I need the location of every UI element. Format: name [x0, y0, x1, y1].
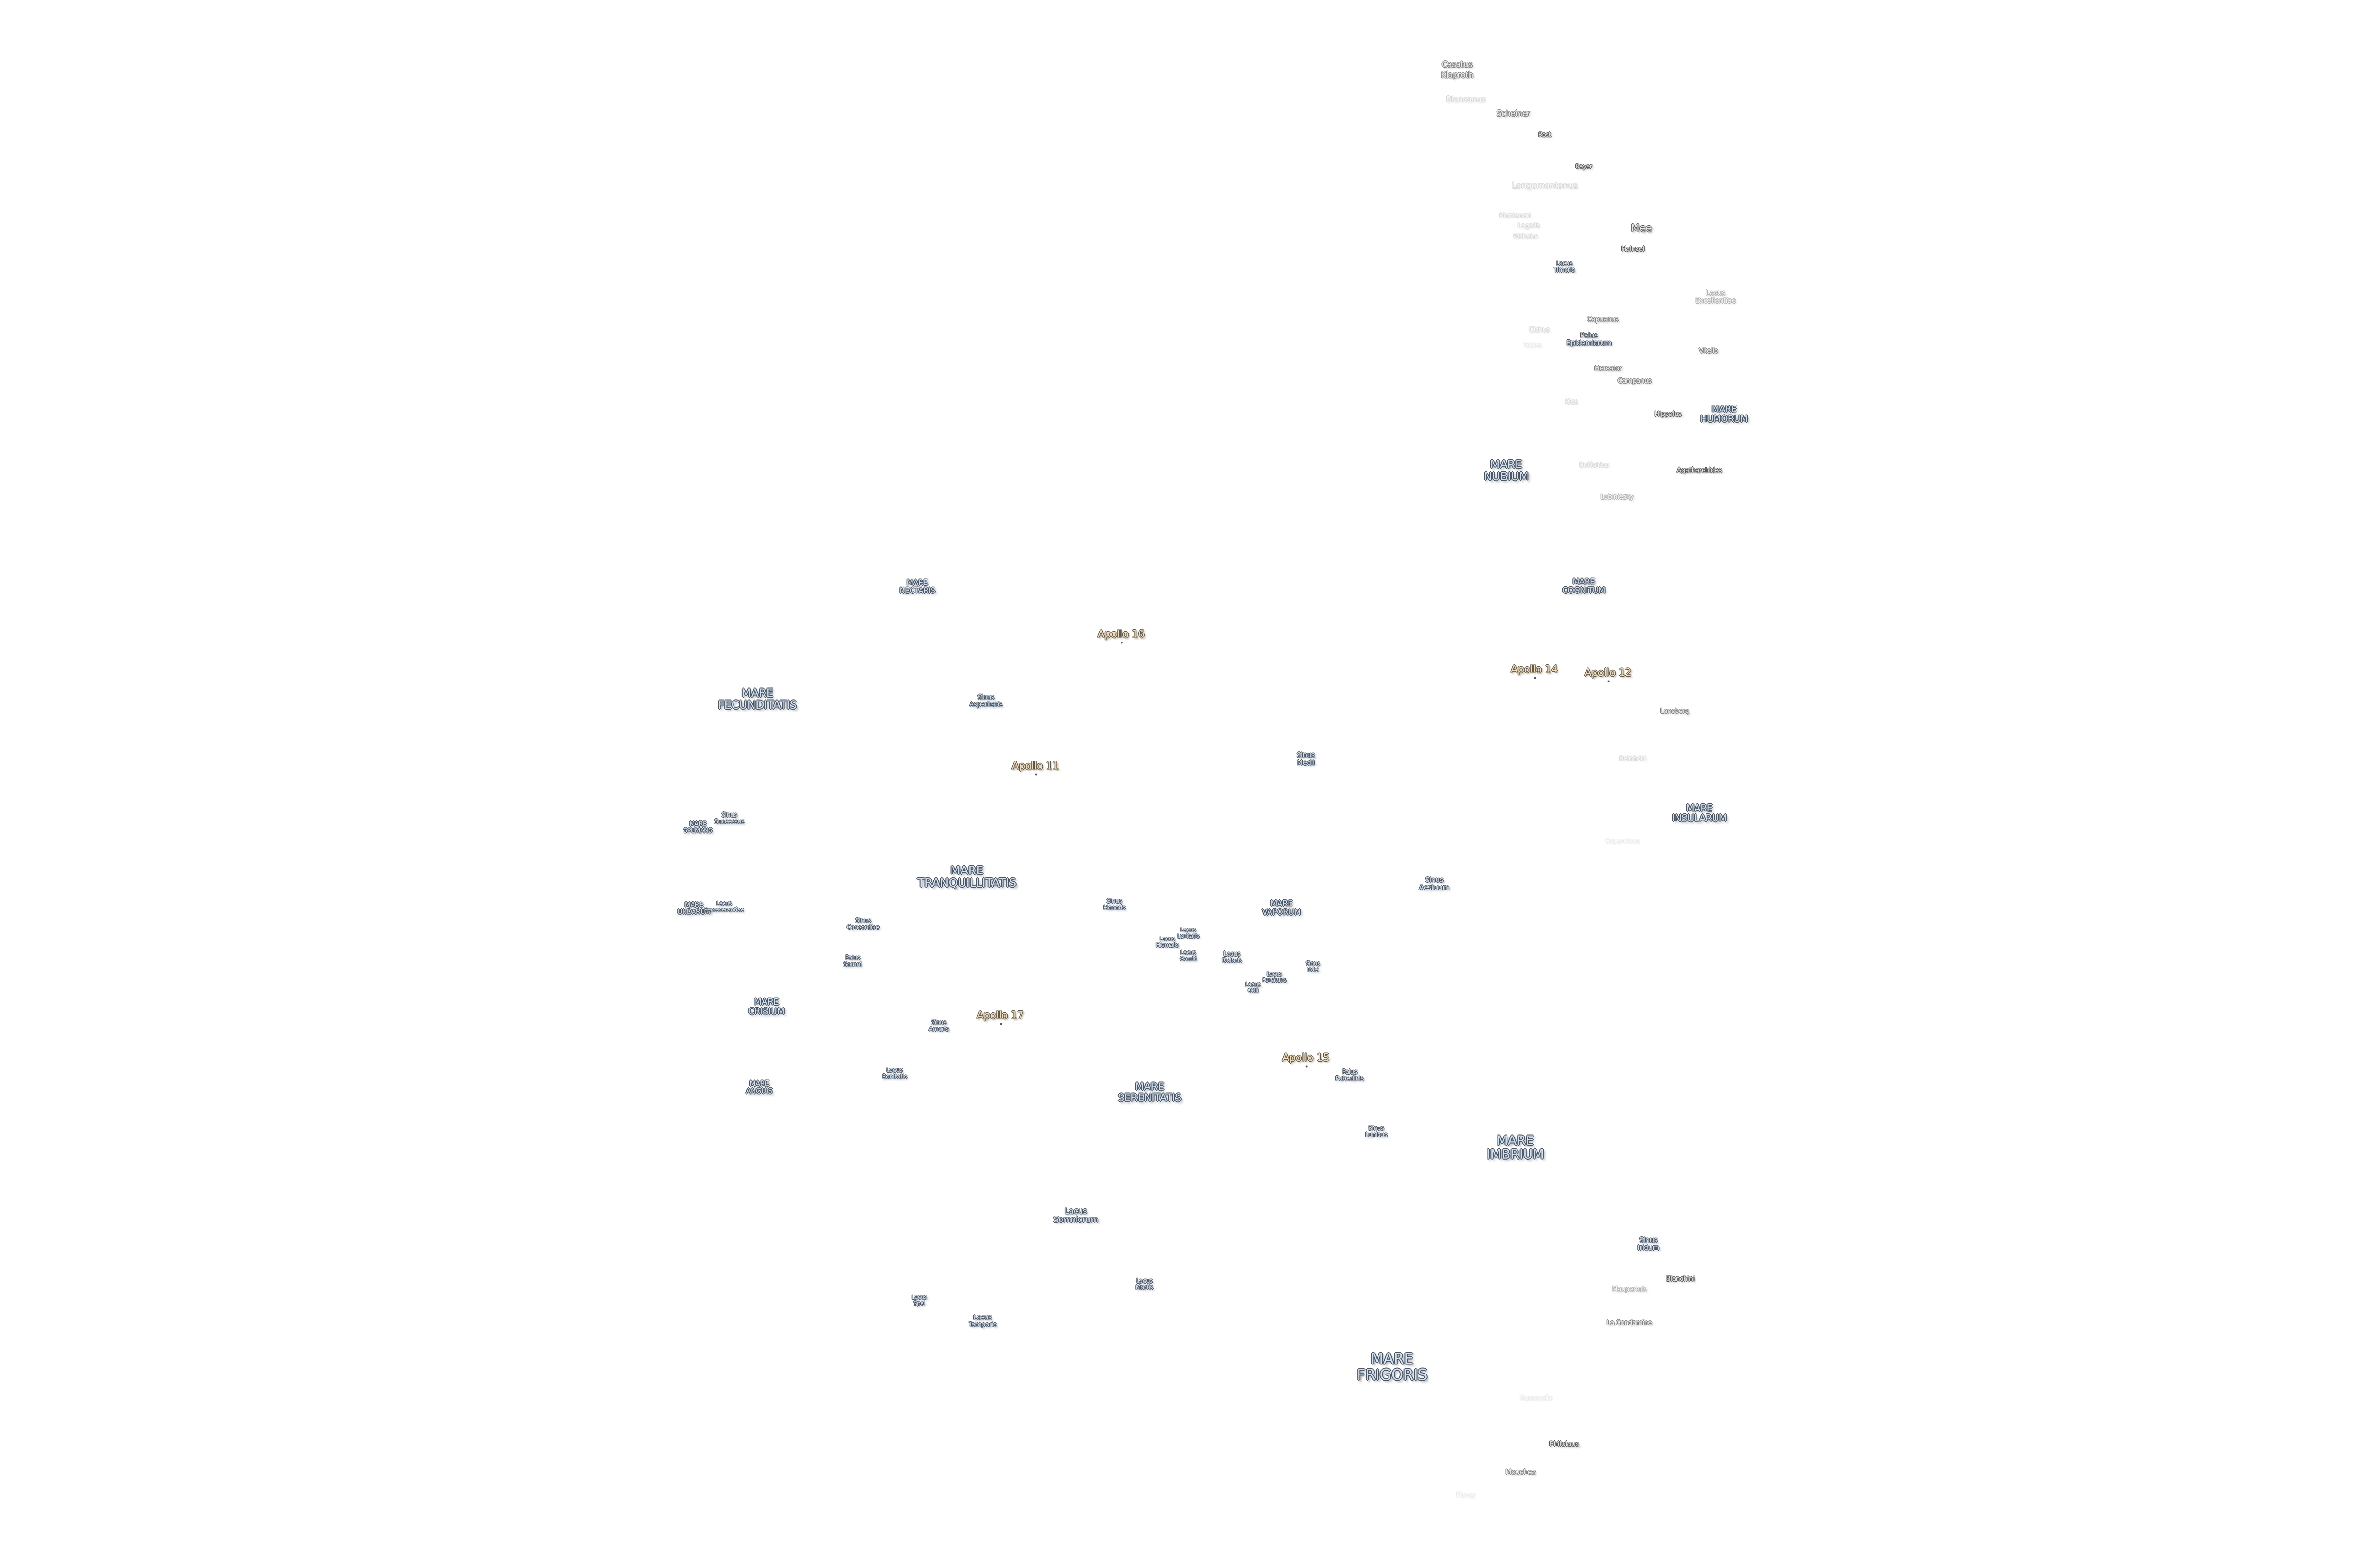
mare-label-humorum: MARE HUMORUM: [1700, 404, 1748, 424]
apollo-site-14[interactable]: Apollo 14: [1510, 663, 1558, 679]
crater-label-bayer: Bayer: [1575, 163, 1592, 171]
feature-label-sinus-honoris: Sinus Honoris: [1103, 898, 1126, 911]
crater-label-lagalla: Lagalla: [1517, 222, 1540, 230]
feature-label-sinus-medii: Sinus Medii: [1296, 751, 1315, 767]
crater-label-kies: Kies: [1565, 398, 1578, 406]
feature-label-lacus-somniorum: Lacus Somniorum: [1053, 1206, 1098, 1225]
crater-label-reinhold: Reinhold: [1619, 755, 1646, 763]
feature-label-lacus-doloris: Lacus Doloris: [1222, 950, 1242, 964]
crater-label-philolaus: Philolaus: [1549, 1440, 1579, 1449]
mare-label-frigoris: MARE FRIGORIS: [1356, 1349, 1428, 1384]
mare-label-insularum: MARE INSULARUM: [1672, 802, 1727, 824]
crater-label-weiss: Weiss: [1524, 342, 1542, 350]
mare-label-undarum: MARE UNDARUM: [677, 901, 711, 916]
crater-label-blancanus: Blancanus: [1446, 95, 1486, 105]
feature-label-palus-putredinis: Palus Putredinis: [1335, 1068, 1364, 1082]
feature-label-lacus-timoris: Lacus Timoris: [1554, 260, 1575, 274]
crater-label-mouchez: Mouchez: [1505, 1468, 1536, 1477]
crater-label-bullialdus: Bullialdus: [1579, 461, 1609, 469]
crater-label-vitello: Vitello: [1698, 347, 1718, 355]
crater-label-klaproth: Klaproth: [1441, 70, 1473, 80]
mare-label-nubium: MARE NUBIUM: [1483, 457, 1529, 483]
apollo-label: Apollo 15: [1282, 1052, 1329, 1064]
mare-label-cognitum: MARE COGNITUM: [1562, 577, 1605, 595]
landing-site-marker-icon: [1035, 773, 1037, 776]
crater-label-capuanus: Capuanus: [1587, 316, 1618, 324]
apollo-label: Apollo 11: [1012, 760, 1059, 772]
apollo-site-15[interactable]: Apollo 15: [1282, 1052, 1329, 1068]
feature-label-lacus-excellentiae: Lacus Excellentiae: [1695, 288, 1736, 305]
crater-label-campanus: Campanus: [1617, 377, 1652, 385]
crater-label-agatharchides: Agatharchides: [1676, 466, 1722, 474]
feature-label-sinus-aestuum: Sinus Aestuum: [1419, 875, 1449, 891]
feature-label-lacus-mortis: Lacus Mortis: [1135, 1277, 1154, 1291]
crater-label-lubiniezky: Lubiniezky: [1600, 493, 1634, 501]
feature-label-palus-epidemiarum: Palus Epidemiarum: [1566, 331, 1612, 347]
feature-label-sinus-fidei: Sinus Fidei: [1306, 960, 1320, 973]
feature-label-lacus-bonitatis: Lacus Bonitatis: [882, 1067, 907, 1080]
crater-label-maupertuis: Maupertuis: [1612, 1285, 1647, 1294]
mare-label-spumans: MARE SPUMANS: [683, 820, 713, 834]
apollo-site-17[interactable]: Apollo 17: [976, 1009, 1024, 1025]
feature-label-lacus-felicitatis: Lacus Felicitatis: [1262, 970, 1287, 983]
crater-label-fontenelle: Fontenelle: [1520, 1394, 1552, 1403]
apollo-site-12[interactable]: Apollo 12: [1584, 667, 1632, 682]
crater-label-la-condamine: La Condamine: [1606, 1319, 1652, 1327]
mare-label-nectaris: MARE NECTARIS: [899, 578, 935, 595]
landing-site-marker-icon: [1121, 642, 1123, 644]
feature-label-lacus-odii: Lacus Odii: [1245, 981, 1261, 994]
apollo-label: Apollo 14: [1510, 663, 1558, 676]
crater-label-casatus: Casatus: [1441, 60, 1473, 70]
crater-label-blanchini: Blanchini: [1666, 1275, 1695, 1283]
feature-label-sinus-successus: Sinus Successus: [714, 811, 744, 825]
crater-label-florey: Florey: [1456, 1491, 1475, 1499]
feature-label-sinus-iridum: Sinus Iridum: [1637, 1236, 1659, 1252]
crater-label-cichus: Cichus: [1529, 326, 1550, 334]
feature-label-lacus-perseverantiae: Lacus Perseverantiae: [704, 900, 744, 913]
feature-label-palus-somni: Palus Somni: [843, 954, 862, 968]
crater-label-wilhelm: Wilhelm: [1513, 233, 1538, 241]
mare-label-tranquillitatis: MARE TRANQUILLITATIS: [917, 863, 1016, 890]
crater-label-hainzel: Hainzel: [1621, 245, 1645, 253]
crater-label-rost: Rost: [1538, 131, 1551, 139]
crater-label-scheiner: Scheiner: [1496, 109, 1530, 119]
feature-label-lacus-spei: Lacus Spei: [912, 1294, 927, 1306]
landing-site-marker-icon: [1000, 1023, 1002, 1025]
landing-site-marker-icon: [1534, 677, 1536, 679]
crater-label-mercator: Mercator: [1594, 365, 1622, 373]
landing-site-marker-icon: [1608, 680, 1610, 682]
crater-label-longomontanus: Longomontanus: [1511, 180, 1578, 191]
crater-label-lansberg: Lansberg: [1660, 707, 1689, 715]
apollo-site-16[interactable]: Apollo 16: [1097, 628, 1145, 644]
feature-label-sinus-asperitatis: Sinus Asperitatis: [969, 693, 1002, 708]
feature-label-sinus-amoris: Sinus Amoris: [928, 1019, 949, 1033]
crater-label-copernicus: Copernicus: [1605, 837, 1640, 845]
apollo-label: Apollo 12: [1584, 667, 1632, 679]
feature-label-sinus-concordiae: Sinus Concordiae: [846, 917, 880, 931]
feature-label-lacus-lenitatis: Lacus Lenitatis: [1177, 926, 1200, 939]
mare-label-vaporum: MARE VAPORUM: [1262, 899, 1301, 917]
apollo-label: Apollo 17: [976, 1009, 1024, 1022]
apollo-site-11[interactable]: Apollo 11: [1012, 760, 1059, 776]
feature-label-lacus-temporis: Lacus Temporis: [968, 1314, 997, 1328]
crater-label-montanari: Montanari: [1499, 212, 1531, 220]
crater-label-hippalus: Hippalus: [1654, 410, 1682, 418]
mare-label-crisium: MARE CRISIUM: [748, 997, 785, 1017]
mare-label-anguis: MARE ANGUIS: [746, 1079, 773, 1095]
crater-label-mee: Mee: [1630, 222, 1652, 235]
apollo-label: Apollo 16: [1097, 628, 1145, 641]
mare-label-imbrium: MARE IMBRIUM: [1486, 1132, 1544, 1162]
feature-label-sinus-lunicus: Sinus Lunicus: [1365, 1125, 1387, 1138]
mare-label-serenitatis: MARE SERENITATIS: [1118, 1081, 1181, 1104]
landing-site-marker-icon: [1306, 1065, 1308, 1068]
mare-label-fecunditatis: MARE FECUNDITATIS: [718, 686, 797, 712]
feature-label-lacus-hiemalis: Lacus Hiemalis: [1156, 935, 1179, 948]
feature-label-lacus-gaudii: Lacus Gaudii: [1180, 949, 1197, 962]
